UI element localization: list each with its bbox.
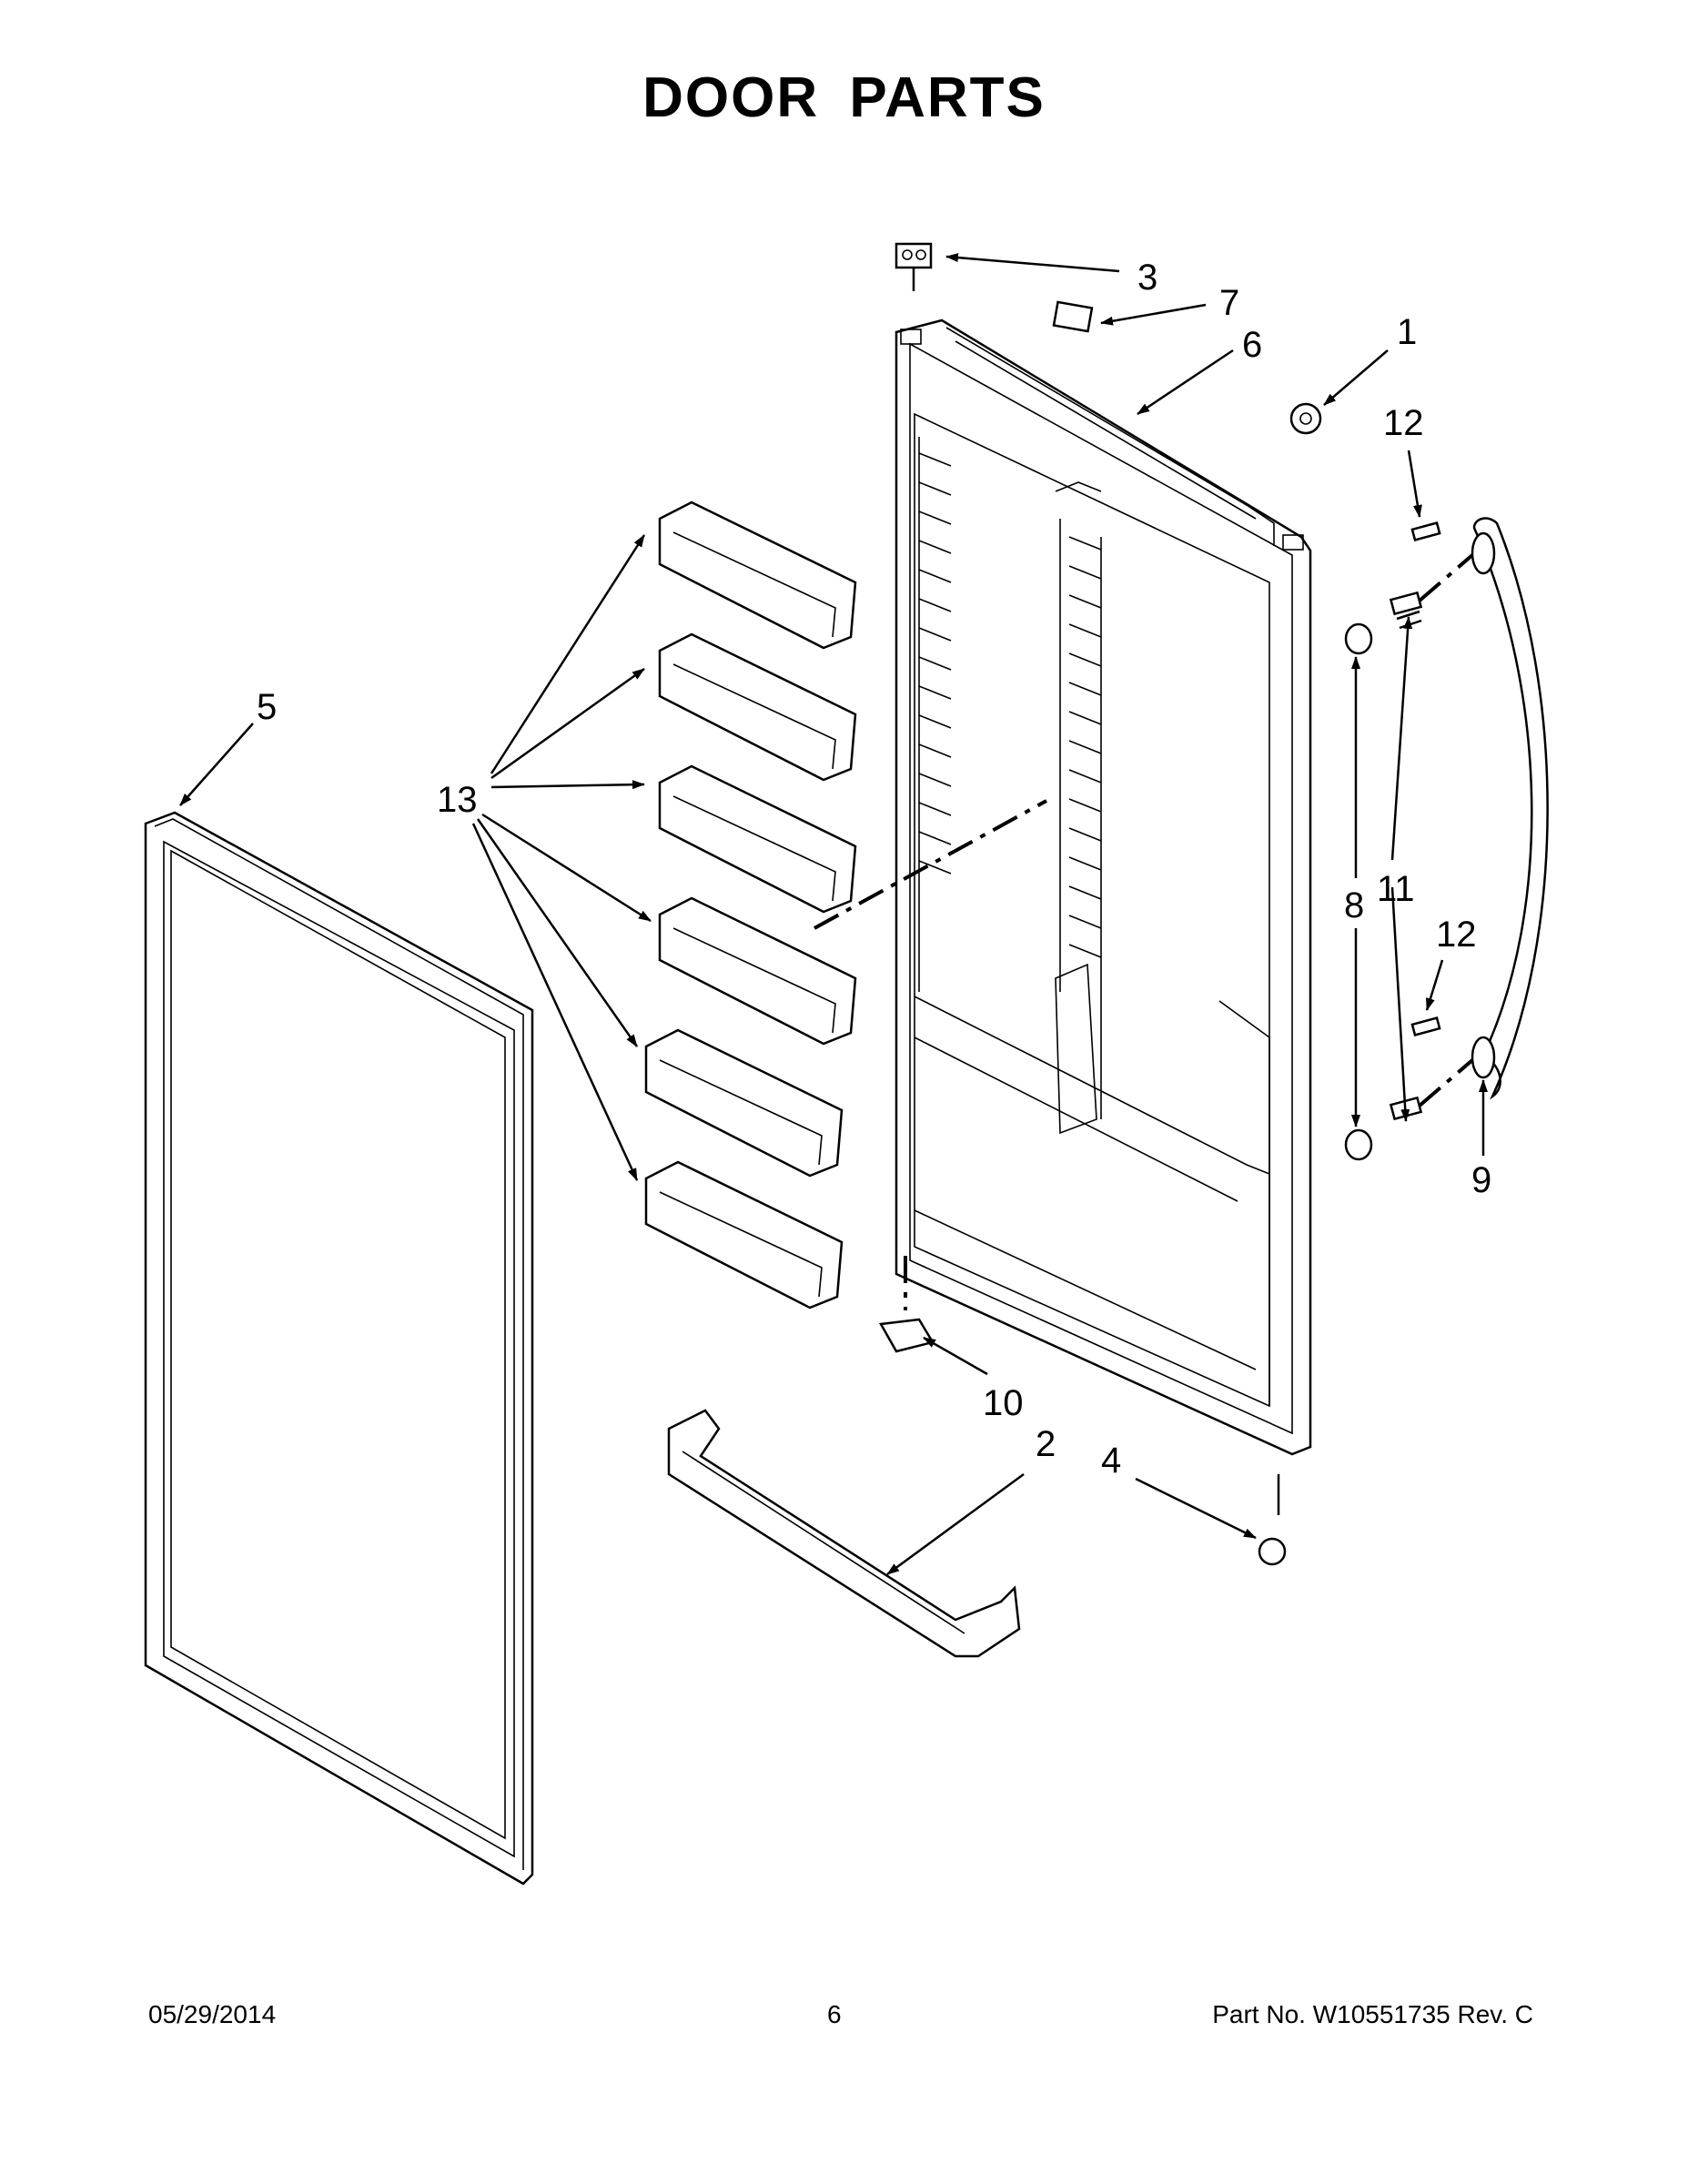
- shelf-ribs-right: [1068, 536, 1102, 958]
- callout-3: 3: [1137, 258, 1157, 298]
- callout-12-lower: 12: [1436, 915, 1477, 955]
- shelf-ribs-left: [918, 452, 952, 875]
- bin-placement-line: [814, 799, 1047, 930]
- label-plate: [1052, 300, 1094, 333]
- door-rail: [667, 1409, 1021, 1658]
- door-bin: [658, 764, 857, 914]
- callout-11: 11: [1377, 869, 1415, 909]
- callout-12-upper: 12: [1383, 403, 1424, 443]
- door-bin: [644, 1028, 844, 1178]
- leader-lines: [179, 253, 1488, 1576]
- door-bin: [658, 632, 857, 782]
- callout-5: 5: [257, 687, 277, 727]
- door-gasket: [144, 811, 534, 1886]
- top-hinge: [895, 242, 933, 291]
- door-liner: [895, 318, 1312, 1456]
- callout-6: 6: [1242, 325, 1262, 365]
- page-title: DOOR PARTS: [642, 66, 1046, 129]
- footer-part-number: Part No. W10551735 Rev. C: [1212, 2000, 1533, 2028]
- door-bin: [658, 896, 857, 1046]
- callout-9: 9: [1471, 1160, 1491, 1200]
- callout-7: 7: [1219, 283, 1239, 323]
- footer-page-number: 6: [827, 2000, 842, 2028]
- callout-labels: 1 2 3 4 5 6 7 8 9 10 11 12 12 13: [257, 258, 1491, 1481]
- door-bins: [644, 500, 857, 1309]
- callout-8: 8: [1344, 885, 1364, 925]
- callout-1: 1: [1397, 312, 1417, 352]
- footer-date: 05/29/2014: [148, 2000, 277, 2028]
- callout-13: 13: [437, 780, 478, 820]
- door-handle: [1471, 517, 1549, 1100]
- door-bin: [658, 500, 857, 650]
- hinge-cap: [1289, 402, 1322, 435]
- callout-4: 4: [1101, 1441, 1121, 1481]
- callout-10: 10: [983, 1383, 1024, 1423]
- callout-2: 2: [1036, 1424, 1056, 1464]
- bottom-nut: [1258, 1474, 1287, 1566]
- door-bin: [644, 1160, 844, 1309]
